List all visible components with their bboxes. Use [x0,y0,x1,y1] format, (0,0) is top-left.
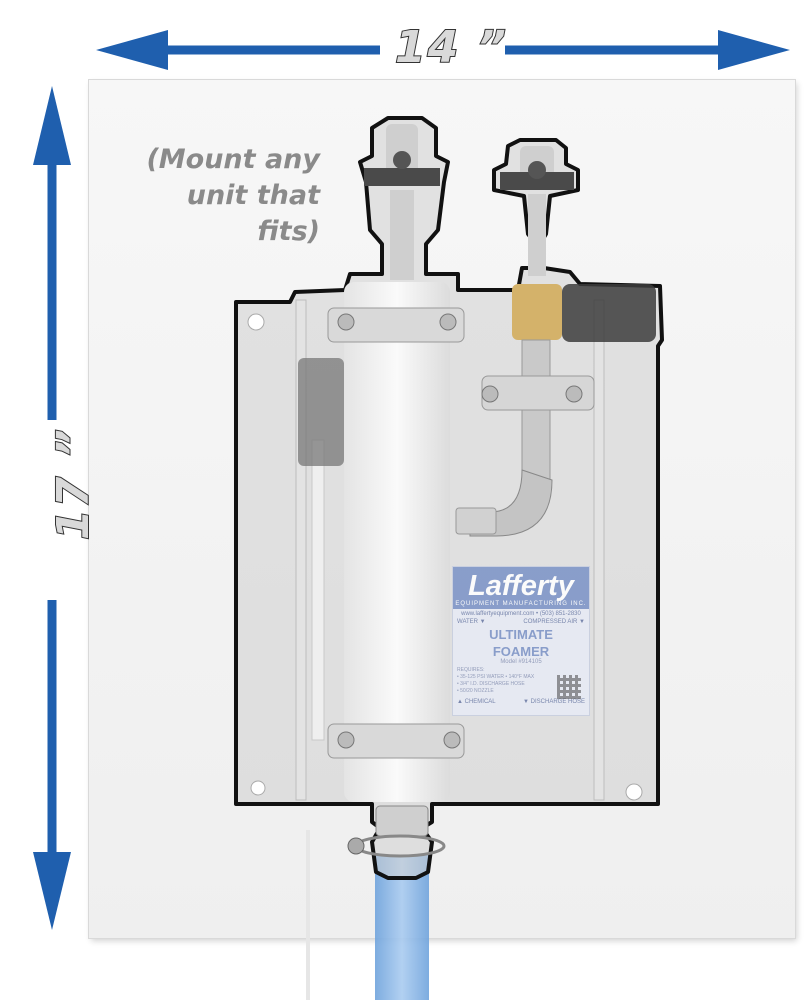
top-ports-row: WATER ▼ COMPRESSED AIR ▼ [453,619,589,625]
requirement-item: • 35-125 PSI WATER • 140°F MAX [457,674,535,680]
brand-subtitle: EQUIPMENT MANUFACTURING INC. [453,601,589,609]
requirement-item: • 3/4" I.D. DISCHARGE HOSE [457,681,525,687]
brand-website: www.laffertyequipment.com • (503) 851-28… [461,611,581,617]
mount-note: (Mount any unit that fits) [130,142,320,250]
port-air: COMPRESSED AIR ▼ [523,619,585,625]
chemical-tube [306,830,310,1000]
product-title-line1: ULTIMATE [489,627,553,642]
qr-code-icon [557,675,581,699]
port-water: WATER ▼ [457,619,486,625]
mount-note-line2: unit that [186,180,320,211]
port-chemical: ▲ CHEMICAL [457,699,496,705]
brand-name: Lafferty [453,567,589,605]
width-dimension-label: 14 ” [394,21,508,74]
bottom-ports-row: ▲ CHEMICAL ▼ DISCHARGE HOSE [453,699,589,705]
mount-note-line1: (Mount any [146,144,320,175]
height-dimension-label: 17 ” [47,426,100,541]
requirements: REQUIRES: • 35-125 PSI WATER • 140°F MAX… [453,665,551,697]
product-title-line2: FOAMER [492,644,550,659]
width-arrow [96,30,790,70]
requirement-item: • 50/20 NOZZLE [457,688,494,694]
mount-note-line3: fits) [257,216,320,247]
product-label: Lafferty EQUIPMENT MANUFACTURING INC. ww… [452,566,590,716]
height-arrow [33,86,71,930]
port-discharge: ▼ DISCHARGE HOSE [523,699,585,705]
requirements-heading: REQUIRES: [457,667,485,673]
product-model: Model #914105 [500,659,542,665]
